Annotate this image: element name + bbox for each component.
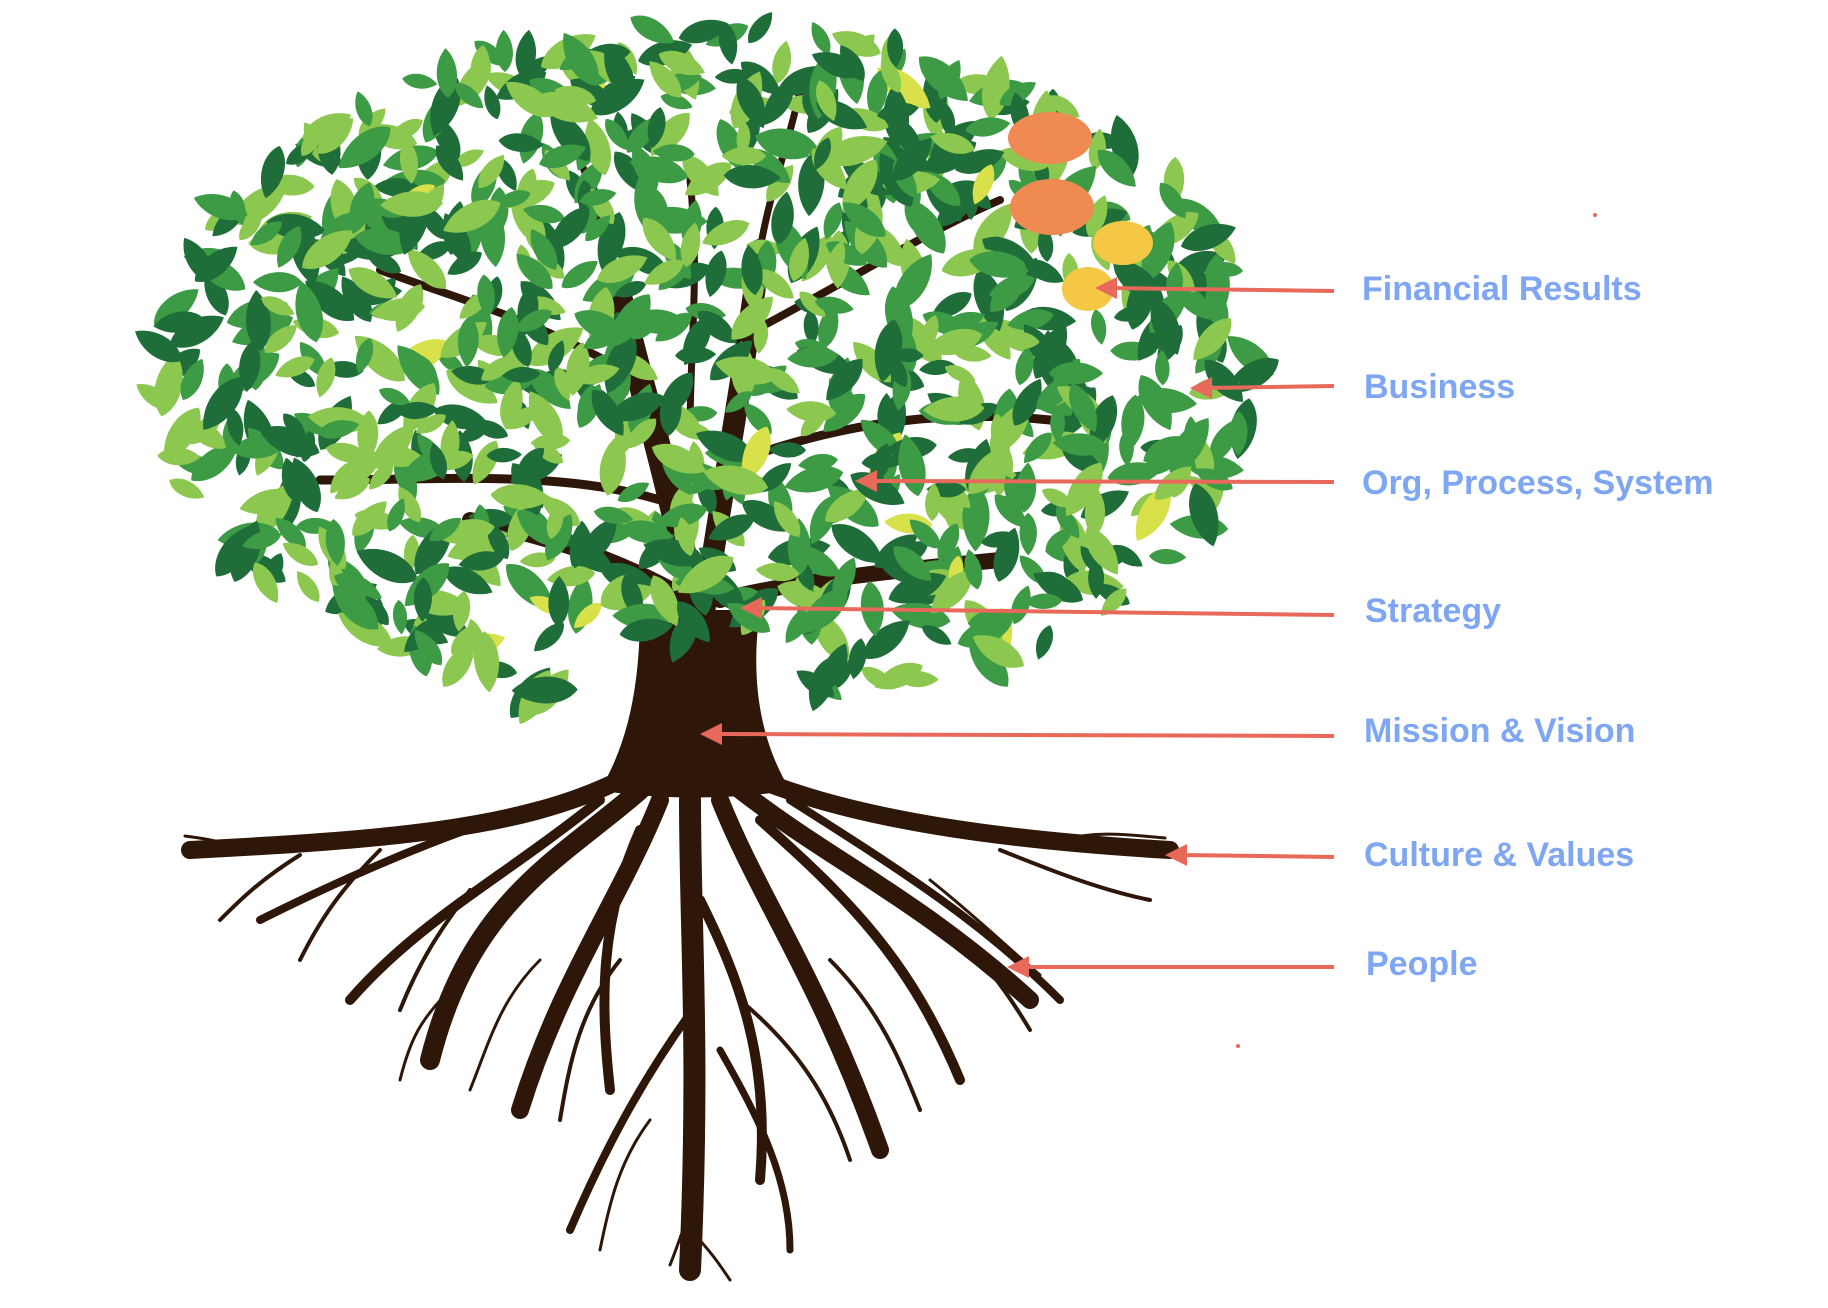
leaf [252,272,303,293]
fruit-orange-2 [1010,179,1094,235]
arrow-head [1165,844,1187,866]
label-people: People [1366,945,1477,983]
leaf [674,345,717,365]
arrow-head [700,723,722,745]
leaf [1148,548,1187,565]
label-strategy: Strategy [1365,592,1501,630]
arrow-line [868,479,1335,484]
arrow-head [740,597,762,619]
arrow-head [1095,277,1117,299]
arrow-line [1178,853,1335,859]
leaf [697,213,754,253]
leaf [806,18,836,58]
fruit-yellow-2 [1062,267,1114,311]
label-culture-values: Culture & Values [1364,836,1634,874]
leaf [401,71,439,92]
arrow-line [713,732,1335,738]
stray-dot [1593,213,1597,217]
arrow-head [1190,377,1212,399]
leaf [528,617,570,658]
fruit-orange-1 [1008,112,1092,164]
tree-fruits [1008,112,1153,311]
leaf [1088,308,1110,346]
arrow-line [753,606,1335,617]
label-arrows [700,277,1335,978]
labels: Financial Results Business Org, Process,… [1362,270,1714,983]
fruit-yellow-1 [1093,221,1153,265]
label-org-process-system: Org, Process, System [1362,464,1714,502]
tree-roots [181,771,1179,1282]
arrow-head [1007,956,1029,978]
label-business: Business [1364,368,1515,406]
arrow-line [1203,384,1335,390]
leaf [1031,622,1058,663]
label-financial-results: Financial Results [1362,270,1642,308]
tree-trunk [600,610,790,798]
stray-dot [1236,1044,1240,1048]
arrow-head [855,470,877,492]
label-mission-vision: Mission & Vision [1364,712,1635,750]
arrow-line [1108,286,1335,293]
leaf [291,566,325,607]
